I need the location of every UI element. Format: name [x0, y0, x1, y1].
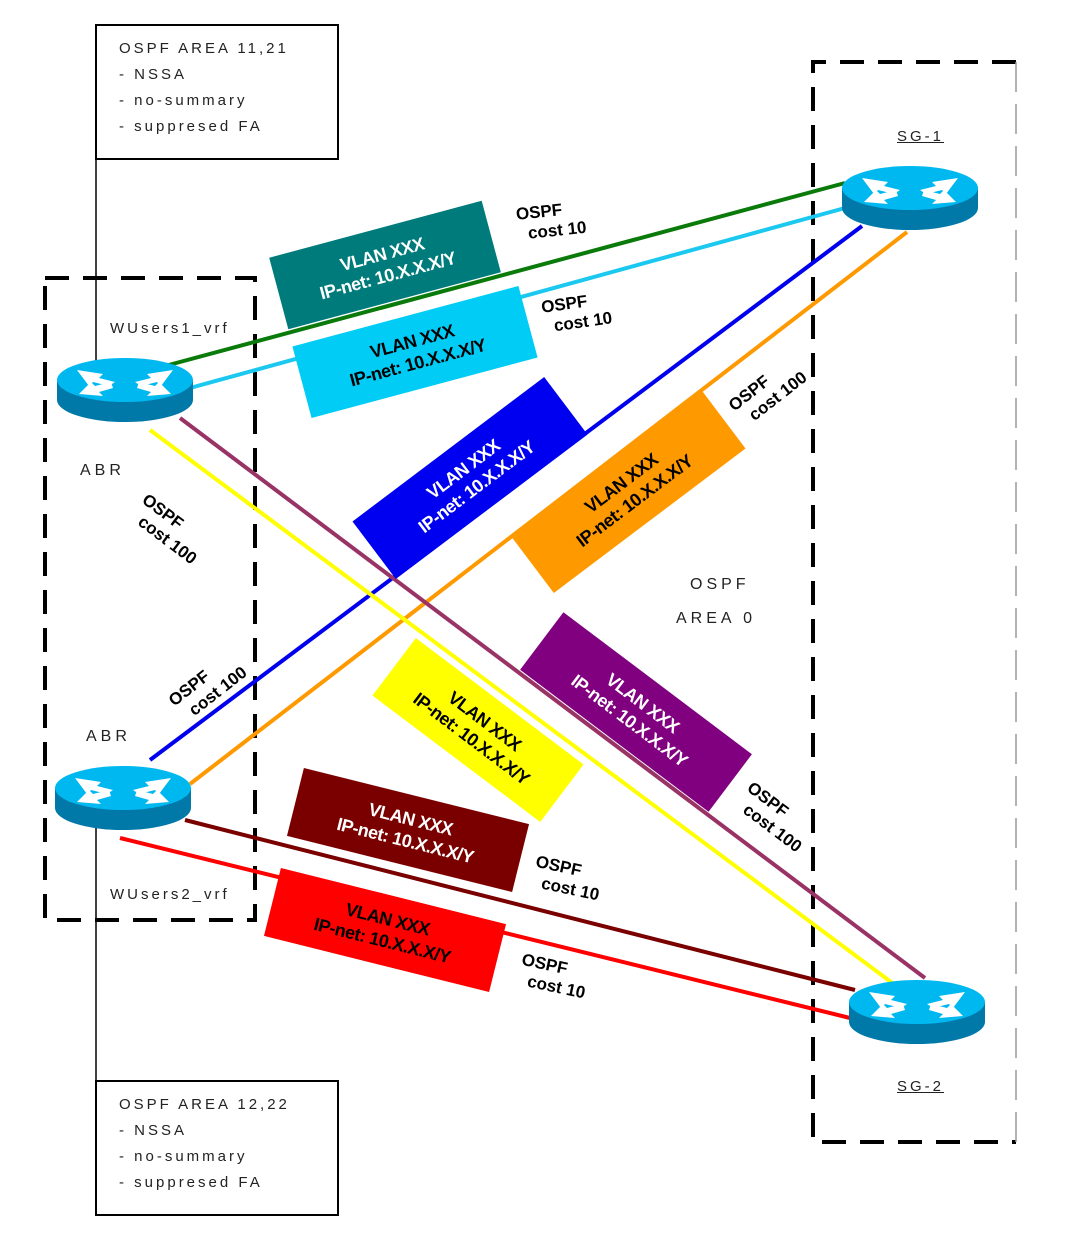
vrf-boundary-left — [43, 276, 257, 922]
area0-boundary-right — [811, 60, 1016, 1144]
area-11-21-item: - no-summary — [119, 92, 248, 109]
router-sg1[interactable] — [840, 160, 980, 239]
area-11-21-title: OSPF AREA 11,21 — [119, 40, 289, 57]
area-11-21-item: - NSSA — [119, 66, 188, 83]
router-icon — [842, 166, 978, 230]
link-purple[interactable] — [178, 416, 927, 980]
sg2-label: SG-2 — [897, 1078, 945, 1095]
link-darkred[interactable] — [184, 818, 856, 992]
area-12-22-item: - NSSA — [119, 1122, 188, 1139]
sg1-label: SG-1 — [897, 128, 945, 145]
area-12-22-item: - no-summary — [119, 1148, 248, 1165]
router-sg2[interactable] — [847, 974, 987, 1053]
area-11-21-item: - suppresed FA — [119, 118, 263, 135]
router-abr2[interactable] — [53, 760, 193, 839]
router-icon — [57, 358, 193, 422]
area0-label-line2: AREA 0 — [676, 610, 757, 627]
area-12-22-item: - suppresed FA — [119, 1174, 263, 1191]
area-12-22-box: OSPF AREA 12,22 - NSSA - no-summary - su… — [95, 1080, 339, 1216]
abr2-label: ABR — [86, 728, 131, 745]
router-icon — [55, 766, 191, 830]
abr1-label: ABR — [80, 462, 125, 479]
link-yellow[interactable] — [148, 428, 897, 987]
abr2-vrf-label: WUsers2_vrf — [110, 886, 230, 903]
area-12-22-title: OSPF AREA 12,22 — [119, 1096, 290, 1113]
router-abr1[interactable] — [55, 352, 195, 431]
router-icon — [849, 980, 985, 1044]
abr1-vrf-label: WUsers1_vrf — [110, 320, 230, 337]
area0-label-line1: OSPF — [690, 576, 750, 593]
area-11-21-box: OSPF AREA 11,21 - NSSA - no-summary - su… — [95, 24, 339, 160]
link-green[interactable] — [164, 181, 846, 368]
